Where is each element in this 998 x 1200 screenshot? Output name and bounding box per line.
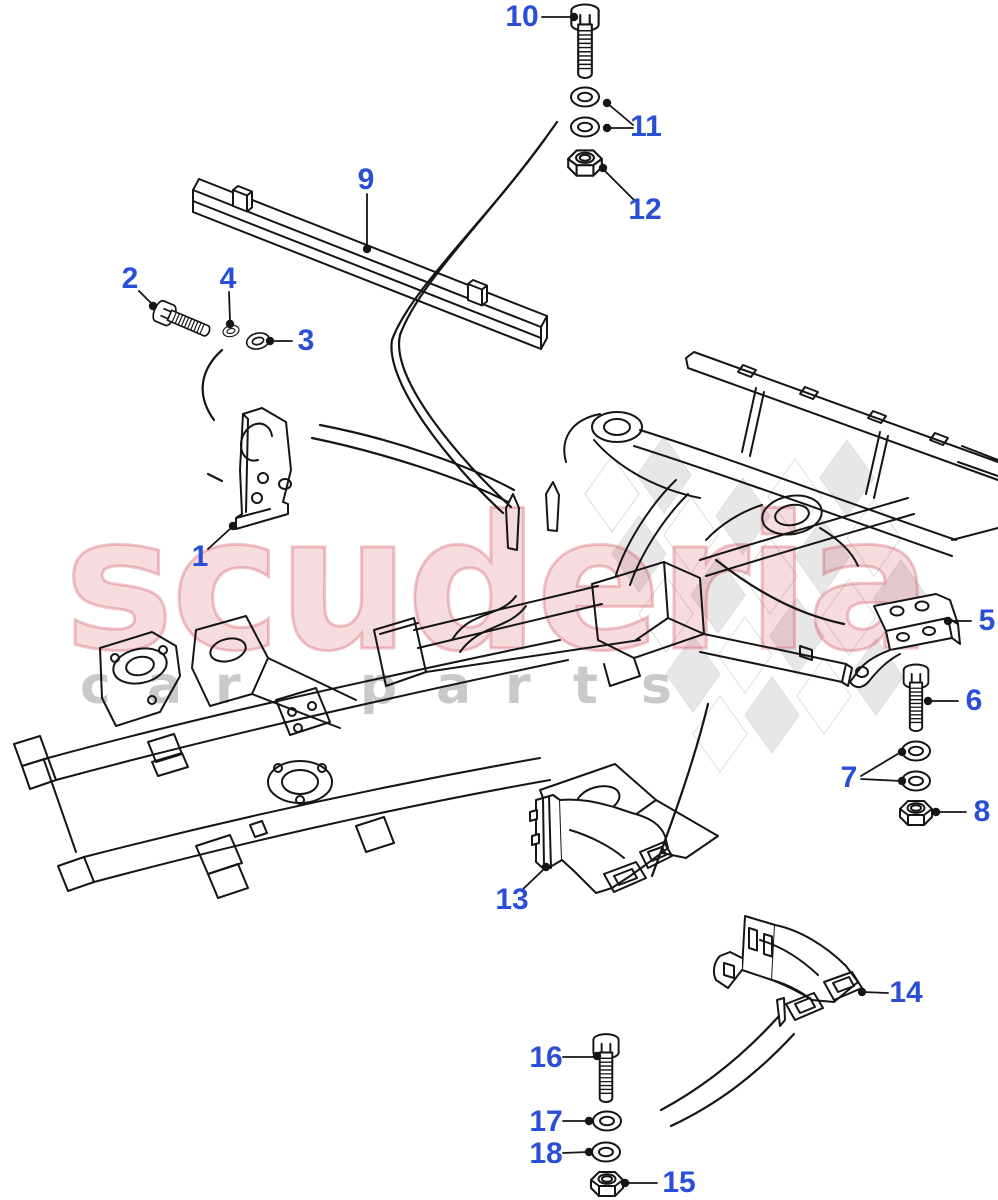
- part-callout-14[interactable]: 14: [889, 976, 923, 1009]
- flag-diamond: [715, 477, 771, 555]
- part-callout-16[interactable]: 16: [529, 1041, 563, 1074]
- flag-diamond: [638, 575, 694, 653]
- flag-diamond: [796, 657, 852, 735]
- part-callout-7[interactable]: 7: [840, 761, 858, 794]
- leader-arcs: [201, 120, 846, 1128]
- callout-leaders: [138, 12, 972, 1188]
- part-callout-17[interactable]: 17: [529, 1105, 563, 1138]
- part-washers-11: [570, 86, 600, 138]
- part-callout-15[interactable]: 15: [662, 1166, 696, 1199]
- flag-diamond: [744, 676, 800, 754]
- part-callout-9[interactable]: 9: [357, 163, 375, 196]
- part-callout-11[interactable]: 11: [630, 110, 662, 143]
- part-bracket-14: [712, 915, 863, 1027]
- flag-diamond: [665, 635, 721, 713]
- part-callout-4[interactable]: 4: [219, 262, 237, 295]
- part-callout-3[interactable]: 3: [297, 324, 315, 357]
- flag-diamond: [584, 455, 640, 533]
- part-support-bracket: [235, 407, 292, 530]
- part-callout-12[interactable]: 12: [628, 193, 662, 226]
- part-callout-1[interactable]: 1: [191, 540, 209, 573]
- flag-diamond: [821, 578, 877, 656]
- part-callout-2[interactable]: 2: [121, 262, 139, 295]
- part-bracket-5: [849, 593, 961, 688]
- part-crossmember: [192, 178, 548, 350]
- part-nut-15: [590, 1171, 624, 1197]
- part-callout-5[interactable]: 5: [978, 604, 996, 637]
- part-washer-18: [591, 1141, 621, 1163]
- chassis-frame-drawing: [13, 351, 998, 899]
- part-callout-13[interactable]: 13: [495, 883, 529, 916]
- flag-diamond: [717, 616, 773, 694]
- part-washer-17: [592, 1110, 622, 1132]
- flag-diamond: [742, 537, 798, 615]
- part-bolt-2: [149, 298, 215, 343]
- part-callout-10[interactable]: 10: [505, 0, 539, 33]
- flag-diamond: [769, 597, 825, 675]
- part-nut-8: [899, 800, 933, 826]
- part-bolt-16: [592, 1033, 620, 1103]
- part-callout-6[interactable]: 6: [965, 684, 983, 717]
- flag-diamond: [846, 499, 902, 577]
- part-bolt-6: [902, 663, 930, 732]
- part-washers-7: [901, 740, 931, 792]
- part-callout-8[interactable]: 8: [973, 795, 991, 828]
- part-callout-18[interactable]: 18: [529, 1137, 563, 1170]
- part-bracket-13: [529, 794, 673, 894]
- flag-diamond: [692, 695, 748, 773]
- part-nut-12: [567, 149, 603, 177]
